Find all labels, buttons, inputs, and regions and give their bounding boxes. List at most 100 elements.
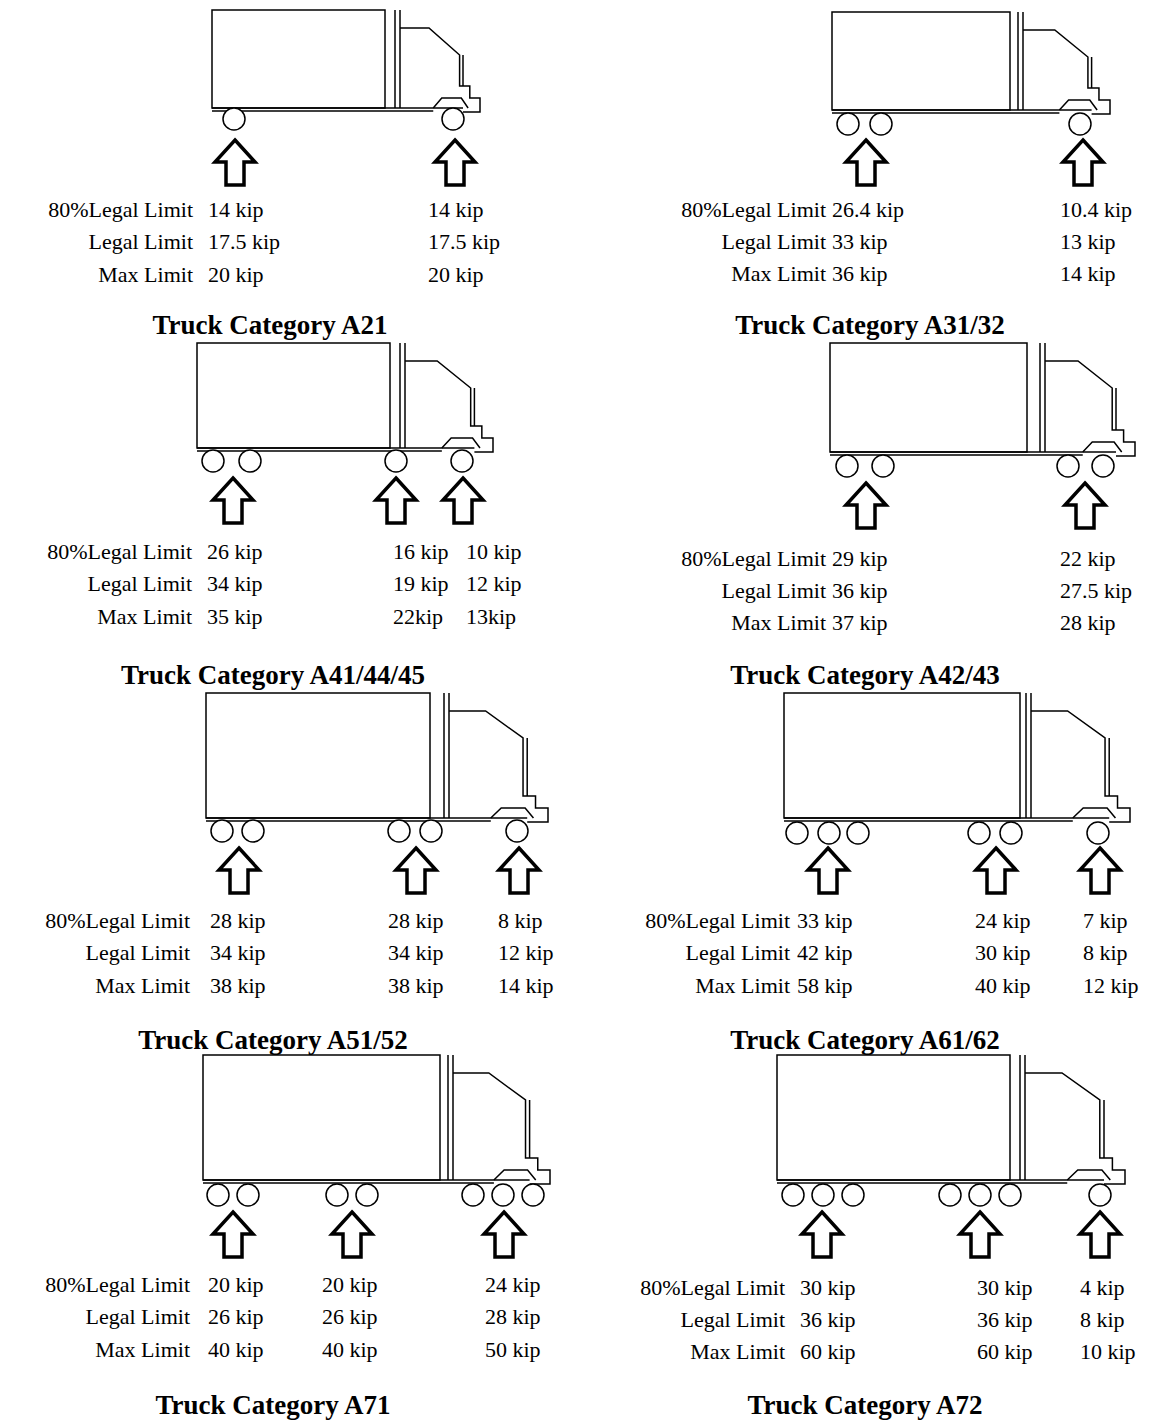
cargo-box xyxy=(197,343,390,448)
wheel xyxy=(872,455,894,477)
wheel xyxy=(847,822,869,844)
cab-outline xyxy=(1025,1073,1125,1184)
chassis-line xyxy=(830,451,1116,453)
row-label: 80%Legal Limit xyxy=(640,1275,785,1301)
wheel-fender xyxy=(1073,808,1116,818)
row-label: Legal Limit xyxy=(681,1307,785,1333)
wheel xyxy=(356,1184,378,1206)
load-value: 14 kip xyxy=(208,197,264,223)
row-label: Legal Limit xyxy=(722,578,826,604)
cargo-box xyxy=(206,693,430,818)
load-arrow xyxy=(213,478,253,523)
cab-window xyxy=(1108,738,1110,796)
load-value: 14 kip xyxy=(428,197,484,223)
load-value: 26 kip xyxy=(207,539,263,565)
wheel xyxy=(239,450,261,472)
truck-drawing xyxy=(784,693,1130,893)
load-value: 60 kip xyxy=(977,1339,1033,1365)
wheel xyxy=(237,1184,259,1206)
load-arrow xyxy=(215,140,255,185)
chassis-line xyxy=(832,109,1092,111)
row-label: Legal Limit xyxy=(686,940,790,966)
load-arrow xyxy=(808,848,848,893)
load-value: 14 kip xyxy=(498,973,554,999)
load-value: 60 kip xyxy=(800,1339,856,1365)
wheel xyxy=(870,113,892,135)
chassis-line xyxy=(206,817,527,819)
row-label: Legal Limit xyxy=(89,229,193,255)
load-arrow xyxy=(1080,848,1120,893)
category-title: Truck Category A31/32 xyxy=(735,309,1004,341)
load-value: 13 kip xyxy=(1060,229,1116,255)
load-value: 20 kip xyxy=(208,262,264,288)
wheel-fender xyxy=(433,98,468,108)
cab-outline xyxy=(449,711,548,822)
cargo-box xyxy=(777,1055,1010,1180)
load-arrow xyxy=(846,483,886,528)
load-value: 40 kip xyxy=(208,1337,264,1363)
category-title: Truck Category A51/52 xyxy=(138,1024,407,1056)
chassis-line xyxy=(197,447,474,449)
cab-divider xyxy=(399,343,401,448)
row-label: 80%Legal Limit xyxy=(47,539,192,565)
wheel xyxy=(836,455,858,477)
wheel-fender xyxy=(442,438,480,448)
cab-window xyxy=(474,388,476,426)
row-label: 80%Legal Limit xyxy=(48,197,193,223)
category-title: Truck Category A21 xyxy=(153,309,388,341)
cargo-box xyxy=(784,693,1020,818)
load-value: 8 kip xyxy=(498,908,543,934)
wheel xyxy=(451,450,473,472)
row-label: 80%Legal Limit xyxy=(681,546,826,572)
row-label: Max Limit xyxy=(95,1337,190,1363)
wheel xyxy=(818,822,840,844)
cab-outline xyxy=(400,28,480,112)
wheel xyxy=(968,822,990,844)
wheel xyxy=(786,822,808,844)
load-value: 14 kip xyxy=(1060,261,1116,287)
load-value: 50 kip xyxy=(485,1337,541,1363)
load-value: 8 kip xyxy=(1083,940,1128,966)
load-arrow xyxy=(332,1212,372,1257)
cab-divider xyxy=(443,693,445,818)
wheel xyxy=(242,820,264,842)
category-title: Truck Category A41/44/45 xyxy=(121,659,425,691)
wheel xyxy=(442,108,464,130)
wheel-fender xyxy=(1059,100,1097,110)
load-arrow xyxy=(396,848,436,893)
load-value: 28 kip xyxy=(388,908,444,934)
cab-divider xyxy=(1017,12,1019,110)
chassis-line xyxy=(212,107,463,109)
load-value: 10 kip xyxy=(466,539,522,565)
wheel xyxy=(326,1184,348,1206)
load-value: 33 kip xyxy=(797,908,853,934)
wheel-fender xyxy=(1067,1170,1110,1180)
load-arrow xyxy=(213,1212,253,1257)
row-label: Legal Limit xyxy=(88,571,192,597)
row-label: Max Limit xyxy=(731,261,826,287)
row-label: Max Limit xyxy=(97,604,192,630)
load-value: 10 kip xyxy=(1080,1339,1136,1365)
wheel xyxy=(388,820,410,842)
load-value: 34 kip xyxy=(388,940,444,966)
load-value: 36 kip xyxy=(800,1307,856,1333)
row-label: Max Limit xyxy=(690,1339,785,1365)
load-value: 4 kip xyxy=(1080,1275,1125,1301)
chassis-line xyxy=(777,1179,1104,1181)
cab-divider xyxy=(1039,343,1041,452)
wheel xyxy=(506,820,528,842)
cab-outline xyxy=(1045,361,1135,456)
load-value: 8 kip xyxy=(1080,1307,1125,1333)
row-label: 80%Legal Limit xyxy=(45,1272,190,1298)
wheel xyxy=(522,1184,544,1206)
wheel xyxy=(969,1184,991,1206)
wheel xyxy=(207,1184,229,1206)
load-value: 36 kip xyxy=(977,1307,1033,1333)
load-value: 24 kip xyxy=(485,1272,541,1298)
chassis-line xyxy=(197,450,442,452)
wheel xyxy=(837,113,859,135)
load-arrow xyxy=(960,1212,1000,1257)
load-value: 34 kip xyxy=(210,940,266,966)
load-value: 35 kip xyxy=(207,604,263,630)
